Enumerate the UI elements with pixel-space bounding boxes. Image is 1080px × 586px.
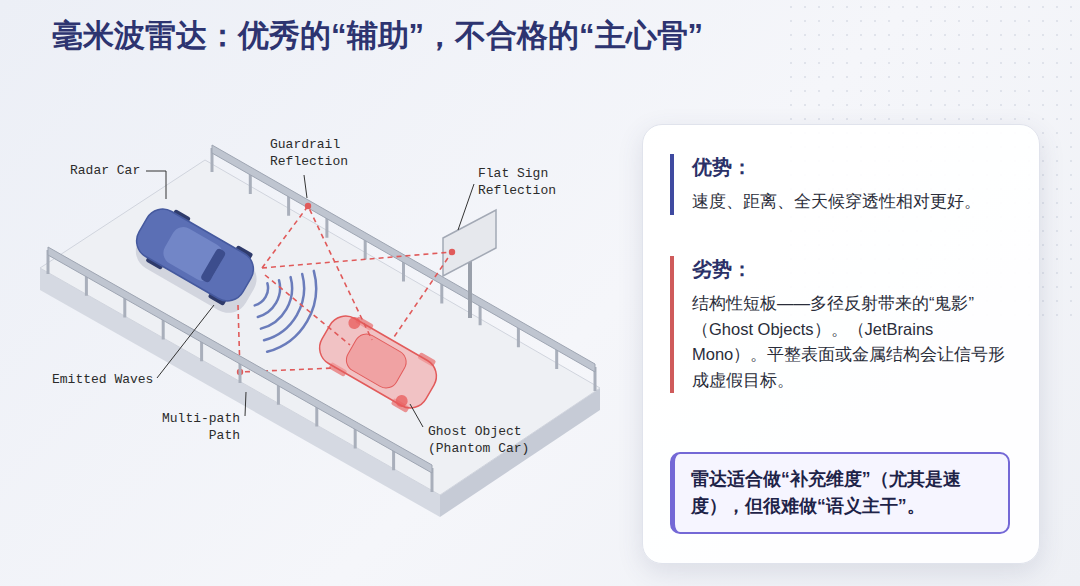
illustration-label: Multi-path Path xyxy=(150,411,240,445)
ghost-highlight xyxy=(393,393,409,409)
guardrail-beam xyxy=(212,145,595,372)
advantage-section: 优势： 速度、距离、全天候穿透性相对更好。 xyxy=(670,154,1010,215)
illustration-label: Ghost Object (Phantom Car) xyxy=(428,424,534,458)
car-cabin xyxy=(159,223,227,286)
conclusion-box: 雷达适合做“补充维度”（尤其是速度），但很难做“语义主干”。 xyxy=(670,452,1010,534)
reflection-point xyxy=(449,249,455,255)
reflection-point xyxy=(305,203,311,209)
leader-line xyxy=(410,404,423,427)
illustration-label: Emitted Waves xyxy=(52,372,153,389)
section-heading: 劣势： xyxy=(692,256,1010,283)
flat-sign xyxy=(443,210,496,276)
section-text: 雷达适合做“补充维度”（尤其是速度），但很难做“语义主干”。 xyxy=(691,466,992,520)
ghost-car xyxy=(311,306,445,418)
ghost-highlight xyxy=(346,315,362,331)
guardrail-beam xyxy=(48,247,432,473)
leader-line xyxy=(157,305,214,378)
multipath-rays xyxy=(238,206,452,372)
car-cabin xyxy=(342,330,410,393)
car-body xyxy=(130,202,260,307)
disadvantage-section: 劣势： 结构性短板——多径反射带来的“鬼影”（Ghost Objects）。（Je… xyxy=(670,256,1010,393)
sign-post xyxy=(468,258,472,318)
illustration-label: Flat Sign Reflection xyxy=(478,166,568,200)
illustration-label: Guardrail Reflection xyxy=(270,137,360,171)
car-windshield xyxy=(200,247,227,283)
section-heading: 优势： xyxy=(692,154,1010,181)
section-text: 速度、距离、全天候穿透性相对更好。 xyxy=(692,189,1010,215)
leader-line xyxy=(458,184,474,230)
illustration-label: Radar Car xyxy=(70,163,140,180)
radar-waves xyxy=(255,271,316,352)
section-text: 结构性短板——多径反射带来的“鬼影”（Ghost Objects）。（JetBr… xyxy=(692,291,1010,393)
radar-car xyxy=(125,199,269,320)
car-body xyxy=(313,309,443,414)
leader-line xyxy=(245,392,246,416)
page-title: 毫米波雷达：优秀的“辅助”，不合格的“主心骨” xyxy=(52,17,703,56)
leader-line xyxy=(304,175,307,198)
leader-line xyxy=(146,171,166,199)
